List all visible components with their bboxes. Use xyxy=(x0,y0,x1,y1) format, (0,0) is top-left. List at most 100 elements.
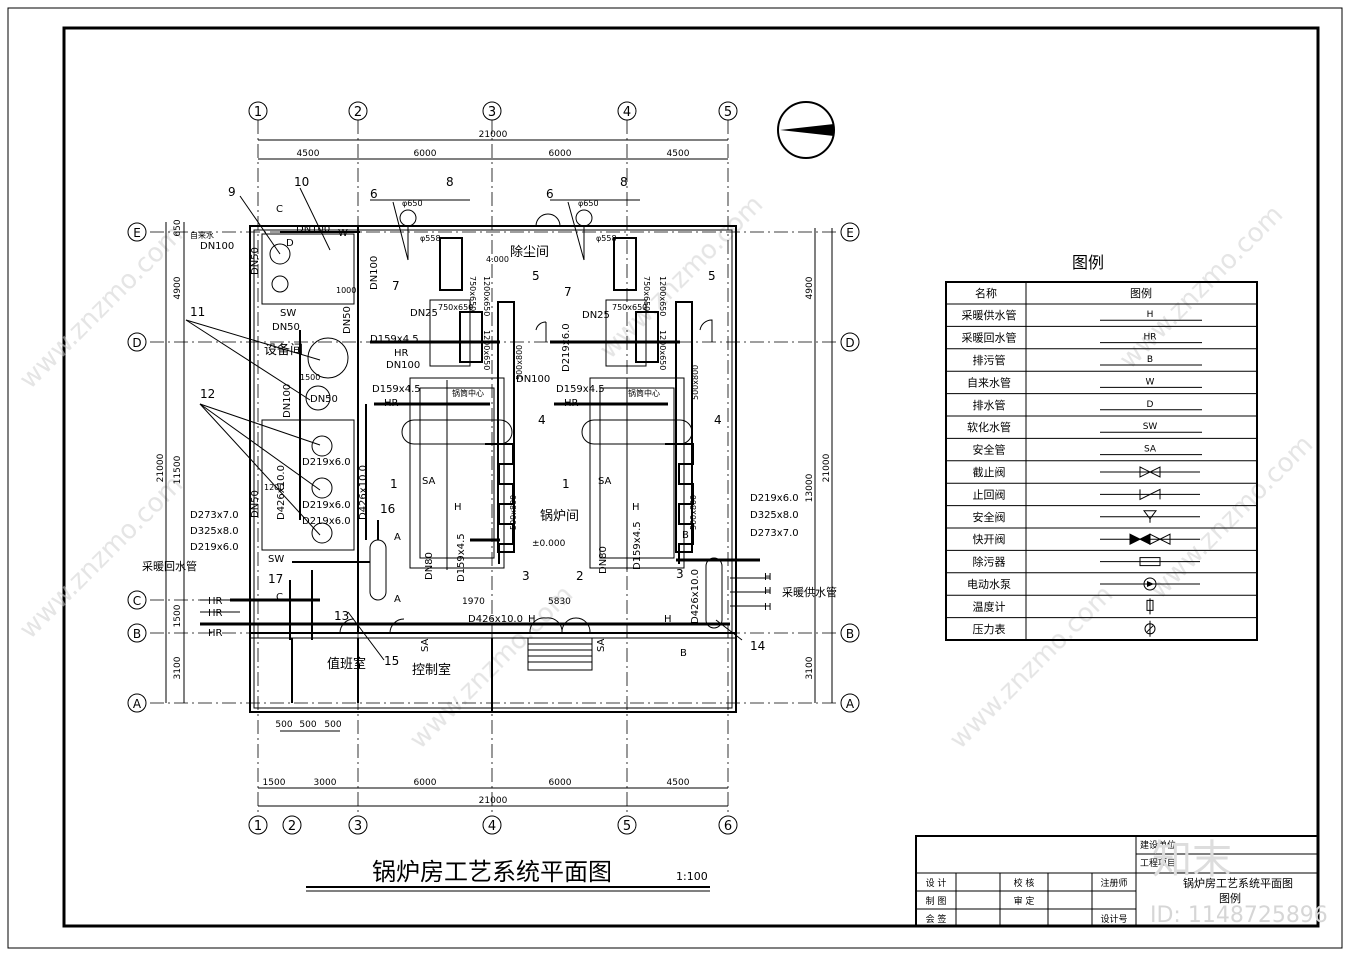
axis-bottom-1: 1 xyxy=(254,819,262,834)
lbl-dn100-a: DN100 xyxy=(200,241,234,252)
bottom-total-dim: 21000 xyxy=(479,796,508,806)
axis-right-d: D xyxy=(845,336,854,350)
legend-row-name: 压力表 xyxy=(973,622,1006,636)
callout-4b: 4 xyxy=(714,413,722,427)
code-a-b: A xyxy=(394,594,401,605)
code-hr-a: HR xyxy=(394,348,409,359)
lbl-d159-c: D159x4.5 xyxy=(556,384,605,395)
top-dim-1: 4500 xyxy=(297,149,320,159)
legend-row-name: 温度计 xyxy=(973,599,1006,613)
room-equipment: 设备间 xyxy=(264,342,303,358)
lbl-d219-a: D219x6.0 xyxy=(302,457,351,468)
legend-symbol-8 xyxy=(1100,488,1200,501)
bottom-dim-4: 6000 xyxy=(549,778,572,788)
legend-symbol-6: SA xyxy=(1100,445,1202,456)
axis-bottom-3: 3 xyxy=(354,819,362,834)
pipe-code-letters: HR HR HR HR HR HR H H H H H H H SA SA SA… xyxy=(208,204,772,659)
lbl-750-b: 750x650 xyxy=(438,303,473,312)
watermark-5: www.znzmo.com xyxy=(944,580,1119,755)
axis-left-a: A xyxy=(133,697,142,711)
tb-review: 审 定 xyxy=(1014,895,1035,907)
code-hr-e: HR xyxy=(208,608,223,619)
tb-project: 工程项目 xyxy=(1140,858,1176,869)
brand-logo-text: 知末 xyxy=(1152,837,1232,883)
legend-symbol-9 xyxy=(1100,510,1200,523)
legend-row-name: 快开阀 xyxy=(973,532,1006,546)
lbl-d426-a: D426x10.0 xyxy=(276,465,287,520)
lbl-d219-e: D219x6.0 xyxy=(750,493,799,504)
right-dim-2: 13000 xyxy=(805,473,815,502)
lbl-phi650-b: φ650 xyxy=(578,199,599,208)
lbl-500-c: 500x800 xyxy=(509,495,518,530)
callout-10: 10 xyxy=(294,175,309,189)
drawing-title: 锅炉房工艺系统平面图 xyxy=(372,858,612,886)
callout-4a: 4 xyxy=(538,413,546,427)
legend-row-code: SA xyxy=(1144,445,1157,455)
callout-5a: 5 xyxy=(532,269,540,283)
legend-symbol-11 xyxy=(1100,557,1200,567)
legend-header-symbol: 图例 xyxy=(1130,286,1152,300)
top-total-dim: 21000 xyxy=(479,130,508,140)
top-axis-bubbles: 1 2 3 4 5 xyxy=(248,101,738,121)
legend-row-name: 截止阀 xyxy=(973,465,1006,479)
axis-bottom-4: 4 xyxy=(488,819,496,834)
lbl-dn50-a: DN50 xyxy=(250,247,261,275)
top-dim-3: 6000 xyxy=(549,149,572,159)
tb-sign: 会 签 xyxy=(926,913,947,925)
lbl-d159-a: D159x4.5 xyxy=(370,334,419,345)
code-hr-c: HR xyxy=(564,398,579,409)
axis-left-c: C xyxy=(133,594,141,608)
legend-row-code: D xyxy=(1147,400,1154,410)
left-dim-1: 650 xyxy=(173,219,183,236)
axis-bottom-5: 5 xyxy=(623,819,631,834)
watermark-4: www.znzmo.com xyxy=(594,190,769,365)
lbl-dn80-a: DN80 xyxy=(424,552,435,580)
code-sw-b: SW xyxy=(268,554,284,565)
legend-row-name: 自来水管 xyxy=(967,375,1011,389)
inner-frame xyxy=(62,26,1320,928)
lbl-dim-5830: 5830 xyxy=(548,597,571,607)
callout-17: 17 xyxy=(268,572,283,586)
tb-engineer: 注册师 xyxy=(1100,877,1127,889)
lbl-d273-a: D273x7.0 xyxy=(190,510,239,521)
callout-2: 2 xyxy=(576,569,584,583)
left-dimensions: 650 4900 11500 1500 3100 21000 xyxy=(156,219,185,703)
bottom-axis-bubbles: 1 2 3 4 5 6 xyxy=(248,815,738,835)
legend-row-name: 采暖供水管 xyxy=(962,308,1017,322)
code-h-f: H xyxy=(454,502,462,513)
leader-lines xyxy=(185,187,743,661)
code-sa-c: SA xyxy=(420,638,431,652)
callout-5b: 5 xyxy=(708,269,716,283)
bottom-dim-1: 1500 xyxy=(263,778,286,788)
axis-bottom-6: 6 xyxy=(724,819,732,834)
axis-left-d: D xyxy=(132,336,141,350)
lbl-d219-c: D219x6.0 xyxy=(302,516,351,527)
axis-left-e: E xyxy=(133,226,141,240)
left-dim-5: 3100 xyxy=(173,656,183,679)
lbl-dn100-f: DN100 xyxy=(282,384,293,418)
callout-7a: 7 xyxy=(392,279,400,293)
code-c-a: C xyxy=(276,204,283,215)
legend-row-name: 采暖回水管 xyxy=(962,331,1017,345)
code-a-a: A xyxy=(394,532,401,543)
lbl-d273-b: D273x7.0 xyxy=(750,528,799,539)
axis-right-e: E xyxy=(846,226,854,240)
tb-drawing-name: 锅炉房工艺系统平面图 xyxy=(1183,877,1293,890)
lbl-d325-a: D325x8.0 xyxy=(190,526,239,537)
building-walls xyxy=(249,213,737,713)
axis-top-4: 4 xyxy=(623,105,631,120)
code-h-d: H xyxy=(664,614,672,625)
title-block: 建设单位 工程项目 设 计 制 图 会 签 校 核 审 定 注册师 设计号 锅炉… xyxy=(915,835,1319,927)
lbl-return-pipe: 采暖回水管 xyxy=(142,559,197,573)
callout-3a: 3 xyxy=(522,569,530,583)
legend-row-code: B xyxy=(1147,355,1153,365)
code-h-c: H xyxy=(764,602,772,613)
lbl-d159-d: D159x4.5 xyxy=(456,533,467,582)
watermark-2: www.znzmo.com xyxy=(14,470,189,645)
lbl-dim-1970: 1970 xyxy=(462,597,485,607)
legend-symbol-7 xyxy=(1100,466,1200,478)
item-number-callouts: 1 1 2 3 3 4 4 5 5 6 6 7 7 8 8 9 10 11 12… xyxy=(190,175,765,668)
left-dim-4: 1500 xyxy=(173,604,183,627)
